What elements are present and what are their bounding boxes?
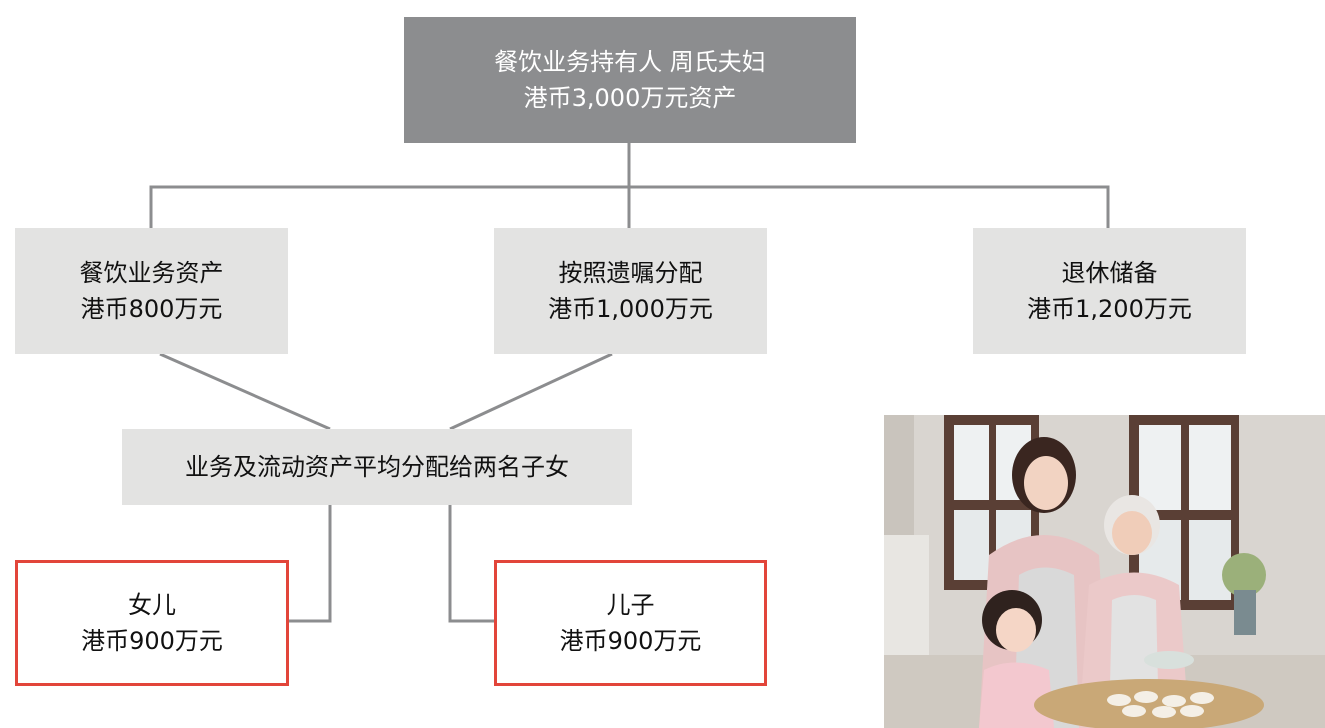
son-box: 儿子 港币900万元	[494, 560, 767, 686]
will-distribution-title: 按照遗嘱分配	[558, 259, 703, 287]
equal-split-label: 业务及流动资产平均分配给两名子女	[185, 453, 569, 481]
daughter-title: 女儿	[128, 591, 176, 619]
owner-title: 餐饮业务持有人 周氏夫妇	[494, 48, 766, 76]
connector-son	[448, 505, 497, 623]
business-assets-box: 餐饮业务资产 港币800万元	[15, 228, 288, 354]
connector-horizontal-bar	[149, 185, 1110, 228]
will-distribution-value: 港币1,000万元	[548, 295, 713, 323]
family-kitchen-photo	[884, 415, 1325, 728]
retirement-reserve-value: 港币1,200万元	[1027, 295, 1192, 323]
son-title: 儿子	[606, 591, 655, 619]
will-distribution-box: 按照遗嘱分配 港币1,000万元	[494, 228, 767, 354]
connector-left-diagonal	[159, 352, 331, 431]
daughter-box: 女儿 港币900万元	[15, 560, 289, 686]
owner-box: 餐饮业务持有人 周氏夫妇 港币3,000万元资产	[404, 17, 856, 143]
retirement-reserve-title: 退休储备	[1061, 259, 1158, 287]
daughter-value: 港币900万元	[81, 627, 223, 655]
business-assets-value: 港币800万元	[80, 295, 223, 323]
connector-daughter	[289, 505, 332, 623]
business-assets-title: 餐饮业务资产	[79, 259, 224, 287]
equal-split-box: 业务及流动资产平均分配给两名子女	[122, 429, 632, 505]
owner-assets: 港币3,000万元资产	[523, 84, 737, 112]
connector-right-diagonal	[449, 352, 613, 431]
retirement-reserve-box: 退休储备 港币1,200万元	[973, 228, 1246, 354]
son-value: 港币900万元	[559, 627, 702, 655]
